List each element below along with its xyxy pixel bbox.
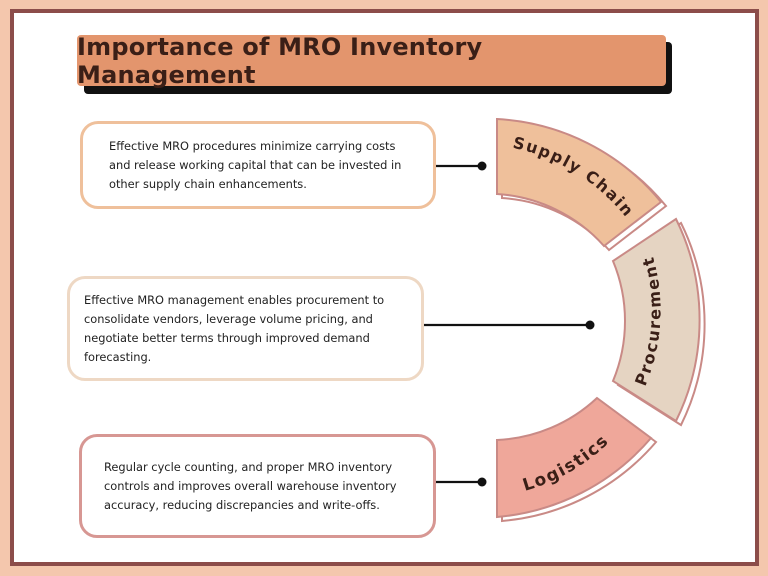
procurement-description: Effective MRO management enables procure… (84, 292, 385, 364)
logistics-segment[interactable] (496, 396, 653, 519)
page-title: Importance of MRO Inventory Management (77, 32, 483, 89)
logistics-connector-dot (477, 477, 487, 487)
procurement-segment[interactable] (611, 217, 701, 423)
logistics-description: Regular cycle counting, and proper MRO i… (104, 459, 397, 512)
supply-chain-connector-dot (477, 161, 487, 171)
procurement-card: Effective MRO management enables procure… (67, 276, 424, 381)
title-banner: Importance of MRO Inventory Management (77, 32, 666, 89)
supply-chain-card: Effective MRO procedures minimize carryi… (80, 121, 436, 209)
logistics-card: Regular cycle counting, and proper MRO i… (79, 434, 436, 538)
supply-chain-segment[interactable] (496, 117, 663, 248)
supply-chain-description: Effective MRO procedures minimize carryi… (109, 138, 402, 191)
procurement-connector-dot (585, 320, 595, 330)
